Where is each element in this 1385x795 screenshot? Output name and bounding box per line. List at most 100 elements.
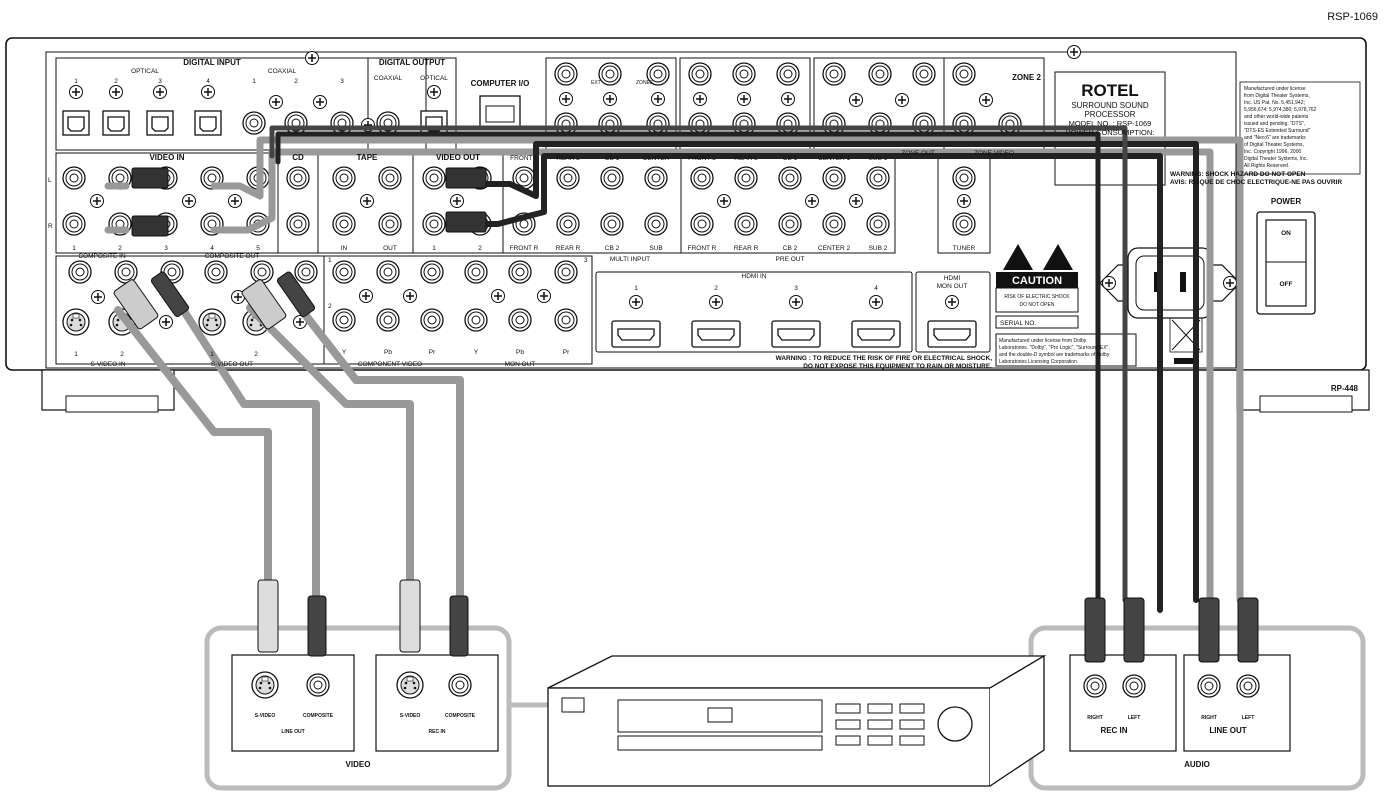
video-out-num-1: 1: [432, 245, 436, 252]
tape-out-label: OUT: [383, 245, 397, 252]
rear-panel-id: RP-448: [1331, 384, 1359, 393]
caution-banner: [996, 272, 1078, 288]
dts-line: from Digital Theater Systems,: [1244, 93, 1310, 99]
volume-knob: [937, 706, 973, 742]
rotel-line3: MODEL NO. : RSP-1069: [1069, 119, 1152, 128]
lr-r-label: R: [48, 223, 53, 230]
video-cables: [104, 136, 1244, 604]
component-row-3: 3: [584, 257, 588, 264]
dts-line: Inc. US Pat. No. 5,451,942;: [1244, 100, 1305, 106]
multi-bottom-1: REAR R: [556, 245, 581, 252]
power-off-label: OFF: [1280, 281, 1293, 288]
video-rec-in-title: REC IN: [429, 729, 446, 735]
audio-group-label: AUDIO: [1184, 760, 1210, 769]
rotel-logo: ROTEL: [1081, 81, 1139, 100]
multi-bottom-0: FRONT R: [510, 245, 539, 252]
optical-num-1: 1: [74, 78, 78, 85]
video-line-out-title: LINE OUT: [281, 729, 304, 735]
component-row-1: 1: [328, 257, 332, 264]
coax-num-2: 2: [294, 78, 298, 85]
dts-line: All Rights Reserved.: [1244, 163, 1289, 169]
caution-line1: RISK OF ELECTRIC SHOCK: [1004, 294, 1070, 300]
dts-line: Inc. Copyright 1996, 2000: [1244, 149, 1301, 155]
video-out-title: VIDEO OUT: [436, 153, 480, 162]
dolby-notice: Manufactured under license from DolbyLab…: [999, 338, 1110, 365]
zone-out-label: ZONE OUT: [901, 150, 935, 157]
svideo-out-title: S-VIDEO OUT: [211, 361, 253, 368]
audio-line-out-title: LINE OUT: [1209, 726, 1246, 735]
pre-bottom-1: REAR R: [734, 245, 759, 252]
svideo-num-0: 1: [74, 351, 78, 358]
hdmi-in-num-1: 1: [634, 285, 638, 292]
rec-in-left-label: LEFT: [1128, 715, 1141, 721]
dts-line: 5,956,674; 5,974,380; 5,978,762: [1244, 107, 1317, 113]
audio-rec-in-panel: [1069, 654, 1177, 752]
composite-out-title: COMPOSITE OUT: [205, 253, 260, 260]
svideo-in-title: S-VIDEO IN: [90, 361, 125, 368]
tape-title: TAPE: [357, 153, 378, 162]
line-out-svideo-label: S-VIDEO: [255, 713, 276, 719]
zone2-vertical-label: ZONE2: [636, 80, 653, 86]
pre-bottom-0: FRONT R: [688, 245, 717, 252]
zone2-label: ZONE 2: [1012, 73, 1041, 82]
multi-top-1: REAR L: [556, 155, 580, 162]
pre-bottom-2: CB 2: [783, 245, 798, 252]
power-switch[interactable]: [1265, 219, 1307, 307]
audio-cables: [269, 125, 1199, 613]
dts-line: Manufactured under license: [1244, 86, 1306, 92]
warning-moisture-1: WARNING : TO REDUCE THE RISK OF FIRE OR …: [776, 355, 993, 362]
power-title: POWER: [1271, 197, 1301, 206]
dolby-line: Laboratories. "Dolby", "Pro Logic", "Sur…: [999, 345, 1110, 351]
hdmi-mon-line1: HDMI: [944, 275, 961, 282]
ext-label: EXT: [591, 80, 601, 86]
hdmi-in-num-4: 4: [874, 285, 878, 292]
rear-plugs: [113, 167, 487, 330]
multi-top-2: CB 1: [605, 155, 620, 162]
tape-in-label: IN: [341, 245, 348, 252]
dts-line: and "Neo:6" are trademarks: [1244, 135, 1306, 141]
serial-no-label: SERIAL NO.: [1000, 320, 1036, 327]
line-out-composite-label: COMPOSITE: [303, 713, 334, 719]
audio-rec-in-title: REC IN: [1100, 726, 1127, 735]
video-in-num-1: 1: [72, 245, 76, 252]
optical-num-2: 2: [114, 78, 118, 85]
mon-pr: Pr: [563, 349, 570, 356]
dolby-line: Manufactured under license from Dolby: [999, 338, 1087, 344]
multi-top-0: FRONT L: [510, 155, 538, 162]
digital-output-coaxial: COAXIAL: [374, 75, 403, 82]
power-on-label: ON: [1281, 230, 1291, 237]
dts-line: of Digital Theater Systems,: [1244, 142, 1304, 148]
video-connection-group: [204, 625, 512, 791]
dolby-line: and the double-D symbol are trademarks o…: [999, 352, 1110, 358]
pre-top-1: REAR L: [734, 155, 758, 162]
pre-top-0: FRONT L: [688, 155, 716, 162]
component-pr: Pr: [429, 349, 436, 356]
audio-line-out-panel: [1183, 654, 1291, 752]
component-title: COMPONENT VIDEO: [358, 361, 422, 368]
pre-top-4: SUB 1: [869, 155, 888, 162]
coax-num-1: 1: [252, 78, 256, 85]
shock-warning-2: AVIS: RISQUE DE CHOC ELECTRIQUE-NE PAS O…: [1170, 179, 1342, 186]
hdmi-in-num-2: 2: [714, 285, 718, 292]
warning-moisture-2: DO NOT EXPOSE THIS EQUIPMENT TO RAIN OR …: [803, 363, 992, 370]
zone-video-label: ZONE VIDEO: [974, 150, 1014, 157]
tuner-label: TUNER: [953, 245, 976, 252]
line-out-right-label: RIGHT: [1201, 715, 1217, 721]
multi-bottom-2: CB 2: [605, 245, 620, 252]
lr-l-label: L: [48, 177, 52, 184]
computer-io-label: COMPUTER I/O: [471, 79, 530, 88]
rec-in-composite-label: COMPOSITE: [445, 713, 476, 719]
svideo-num-1: 2: [120, 351, 124, 358]
shock-warning-1: WARNING: SHOCK HAZARD DO NOT OPEN: [1170, 171, 1306, 178]
digital-output-title: DIGITAL OUTPUT: [379, 58, 445, 67]
cd-label: CD: [292, 153, 304, 162]
caution-line2: DO NOT OPEN: [1020, 302, 1055, 308]
mon-pb: Pb: [516, 349, 524, 356]
coaxial-label: COAXIAL: [268, 68, 297, 75]
video-in-title: VIDEO IN: [149, 153, 184, 162]
digital-output-optical: OPTICAL: [420, 75, 448, 82]
rotel-line4: POWER CONSUMPTION:: [1066, 128, 1155, 137]
video-group-label: VIDEO: [346, 760, 371, 769]
dts-line: and other world-wide patents: [1244, 114, 1309, 120]
